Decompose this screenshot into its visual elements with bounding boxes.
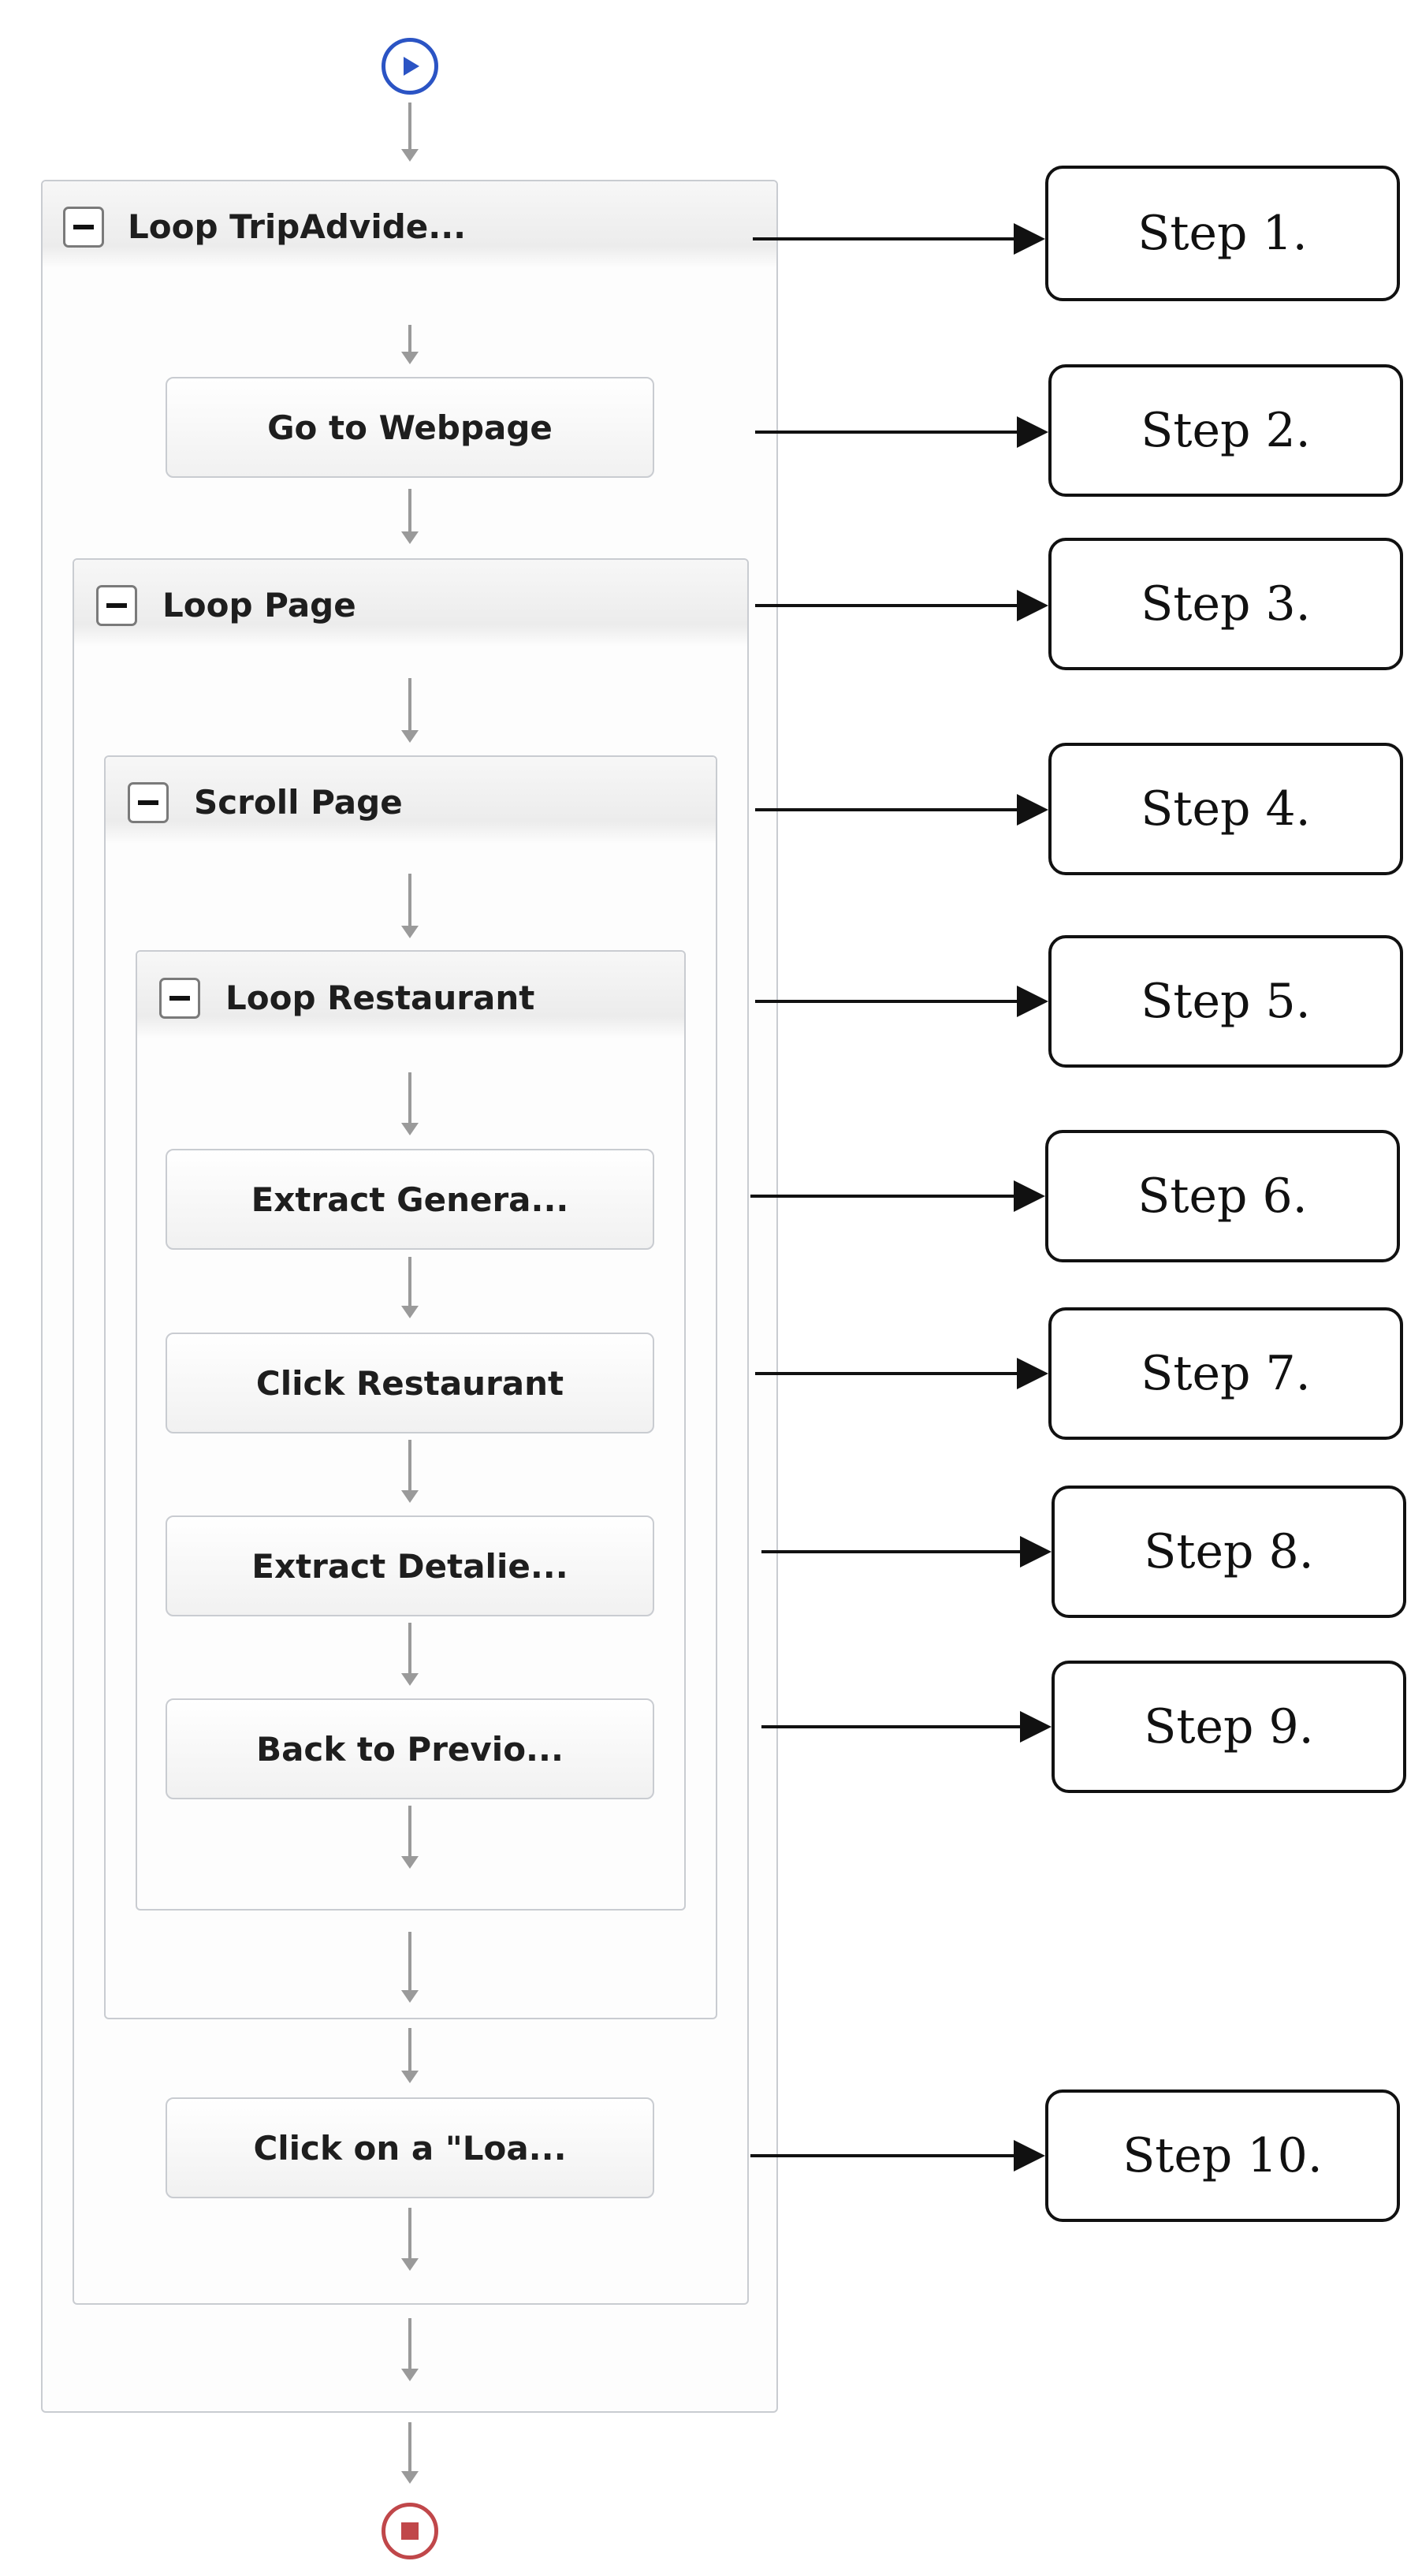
flow-arrow-11 bbox=[401, 1932, 419, 2003]
step-arrow-7 bbox=[755, 1358, 1048, 1389]
step-box-5: Step 5. bbox=[1048, 935, 1403, 1068]
step-arrow-6 bbox=[750, 1180, 1045, 1212]
step-box-6: Step 6. bbox=[1045, 1130, 1400, 1262]
loop-tripadvisor-label: Loop TripAdvide... bbox=[128, 207, 467, 246]
step-arrow-9 bbox=[761, 1711, 1052, 1743]
flow-arrow-9 bbox=[401, 1623, 419, 1686]
click-load-more-action[interactable]: Click on a "Loa... bbox=[166, 2097, 654, 2198]
loop-restaurant-header bbox=[137, 952, 684, 1038]
loop-page-header bbox=[74, 560, 747, 647]
collapse-loop-page-icon[interactable] bbox=[96, 585, 137, 626]
step-arrow-10 bbox=[750, 2140, 1045, 2172]
go-to-webpage-action[interactable]: Go to Webpage bbox=[166, 377, 654, 478]
play-icon bbox=[404, 57, 419, 76]
click-restaurant-action[interactable]: Click Restaurant bbox=[166, 1333, 654, 1433]
step-box-10: Step 10. bbox=[1045, 2090, 1400, 2222]
loop-page-label: Loop Page bbox=[162, 586, 356, 624]
step-arrow-8 bbox=[761, 1536, 1052, 1568]
back-to-previous-action[interactable]: Back to Previo... bbox=[166, 1698, 654, 1799]
step-box-1: Step 1. bbox=[1045, 166, 1400, 301]
flow-arrow-8 bbox=[401, 1440, 419, 1503]
flow-arrow-10 bbox=[401, 1806, 419, 1869]
step-box-8: Step 8. bbox=[1052, 1486, 1406, 1618]
flow-arrow-12 bbox=[401, 2028, 419, 2083]
flow-arrow-14 bbox=[401, 2318, 419, 2381]
flow-arrow-4 bbox=[401, 678, 419, 743]
flow-arrow-2 bbox=[401, 325, 419, 364]
step-arrow-2 bbox=[755, 416, 1048, 448]
step-arrow-3 bbox=[755, 590, 1048, 621]
step-box-3: Step 3. bbox=[1048, 538, 1403, 670]
step-box-2: Step 2. bbox=[1048, 364, 1403, 497]
extract-general-action[interactable]: Extract Genera... bbox=[166, 1149, 654, 1250]
flow-arrow-3 bbox=[401, 489, 419, 544]
step-arrow-5 bbox=[755, 986, 1048, 1017]
start-node[interactable] bbox=[382, 38, 438, 95]
collapse-loop-tripadvisor-icon[interactable] bbox=[63, 207, 104, 248]
loop-tripadvisor-header bbox=[43, 181, 776, 268]
end-node[interactable] bbox=[382, 2503, 438, 2559]
scroll-page-label: Scroll Page bbox=[194, 783, 403, 822]
collapse-loop-restaurant-icon[interactable] bbox=[159, 978, 200, 1019]
step-arrow-1 bbox=[753, 223, 1045, 255]
extract-detailed-action[interactable]: Extract Detalie... bbox=[166, 1515, 654, 1616]
stop-icon bbox=[401, 2522, 419, 2540]
flow-arrow-13 bbox=[401, 2208, 419, 2271]
collapse-scroll-page-icon[interactable] bbox=[128, 782, 169, 823]
step-box-4: Step 4. bbox=[1048, 743, 1403, 875]
flow-arrow-15 bbox=[401, 2422, 419, 2484]
scroll-page-header bbox=[106, 757, 716, 844]
loop-restaurant-label: Loop Restaurant bbox=[225, 979, 535, 1017]
step-arrow-4 bbox=[755, 794, 1048, 826]
flow-arrow-7 bbox=[401, 1257, 419, 1318]
step-box-9: Step 9. bbox=[1052, 1661, 1406, 1793]
step-box-7: Step 7. bbox=[1048, 1307, 1403, 1440]
flow-arrow-1 bbox=[401, 103, 419, 162]
flow-arrow-5 bbox=[401, 874, 419, 938]
flow-arrow-6 bbox=[401, 1072, 419, 1135]
